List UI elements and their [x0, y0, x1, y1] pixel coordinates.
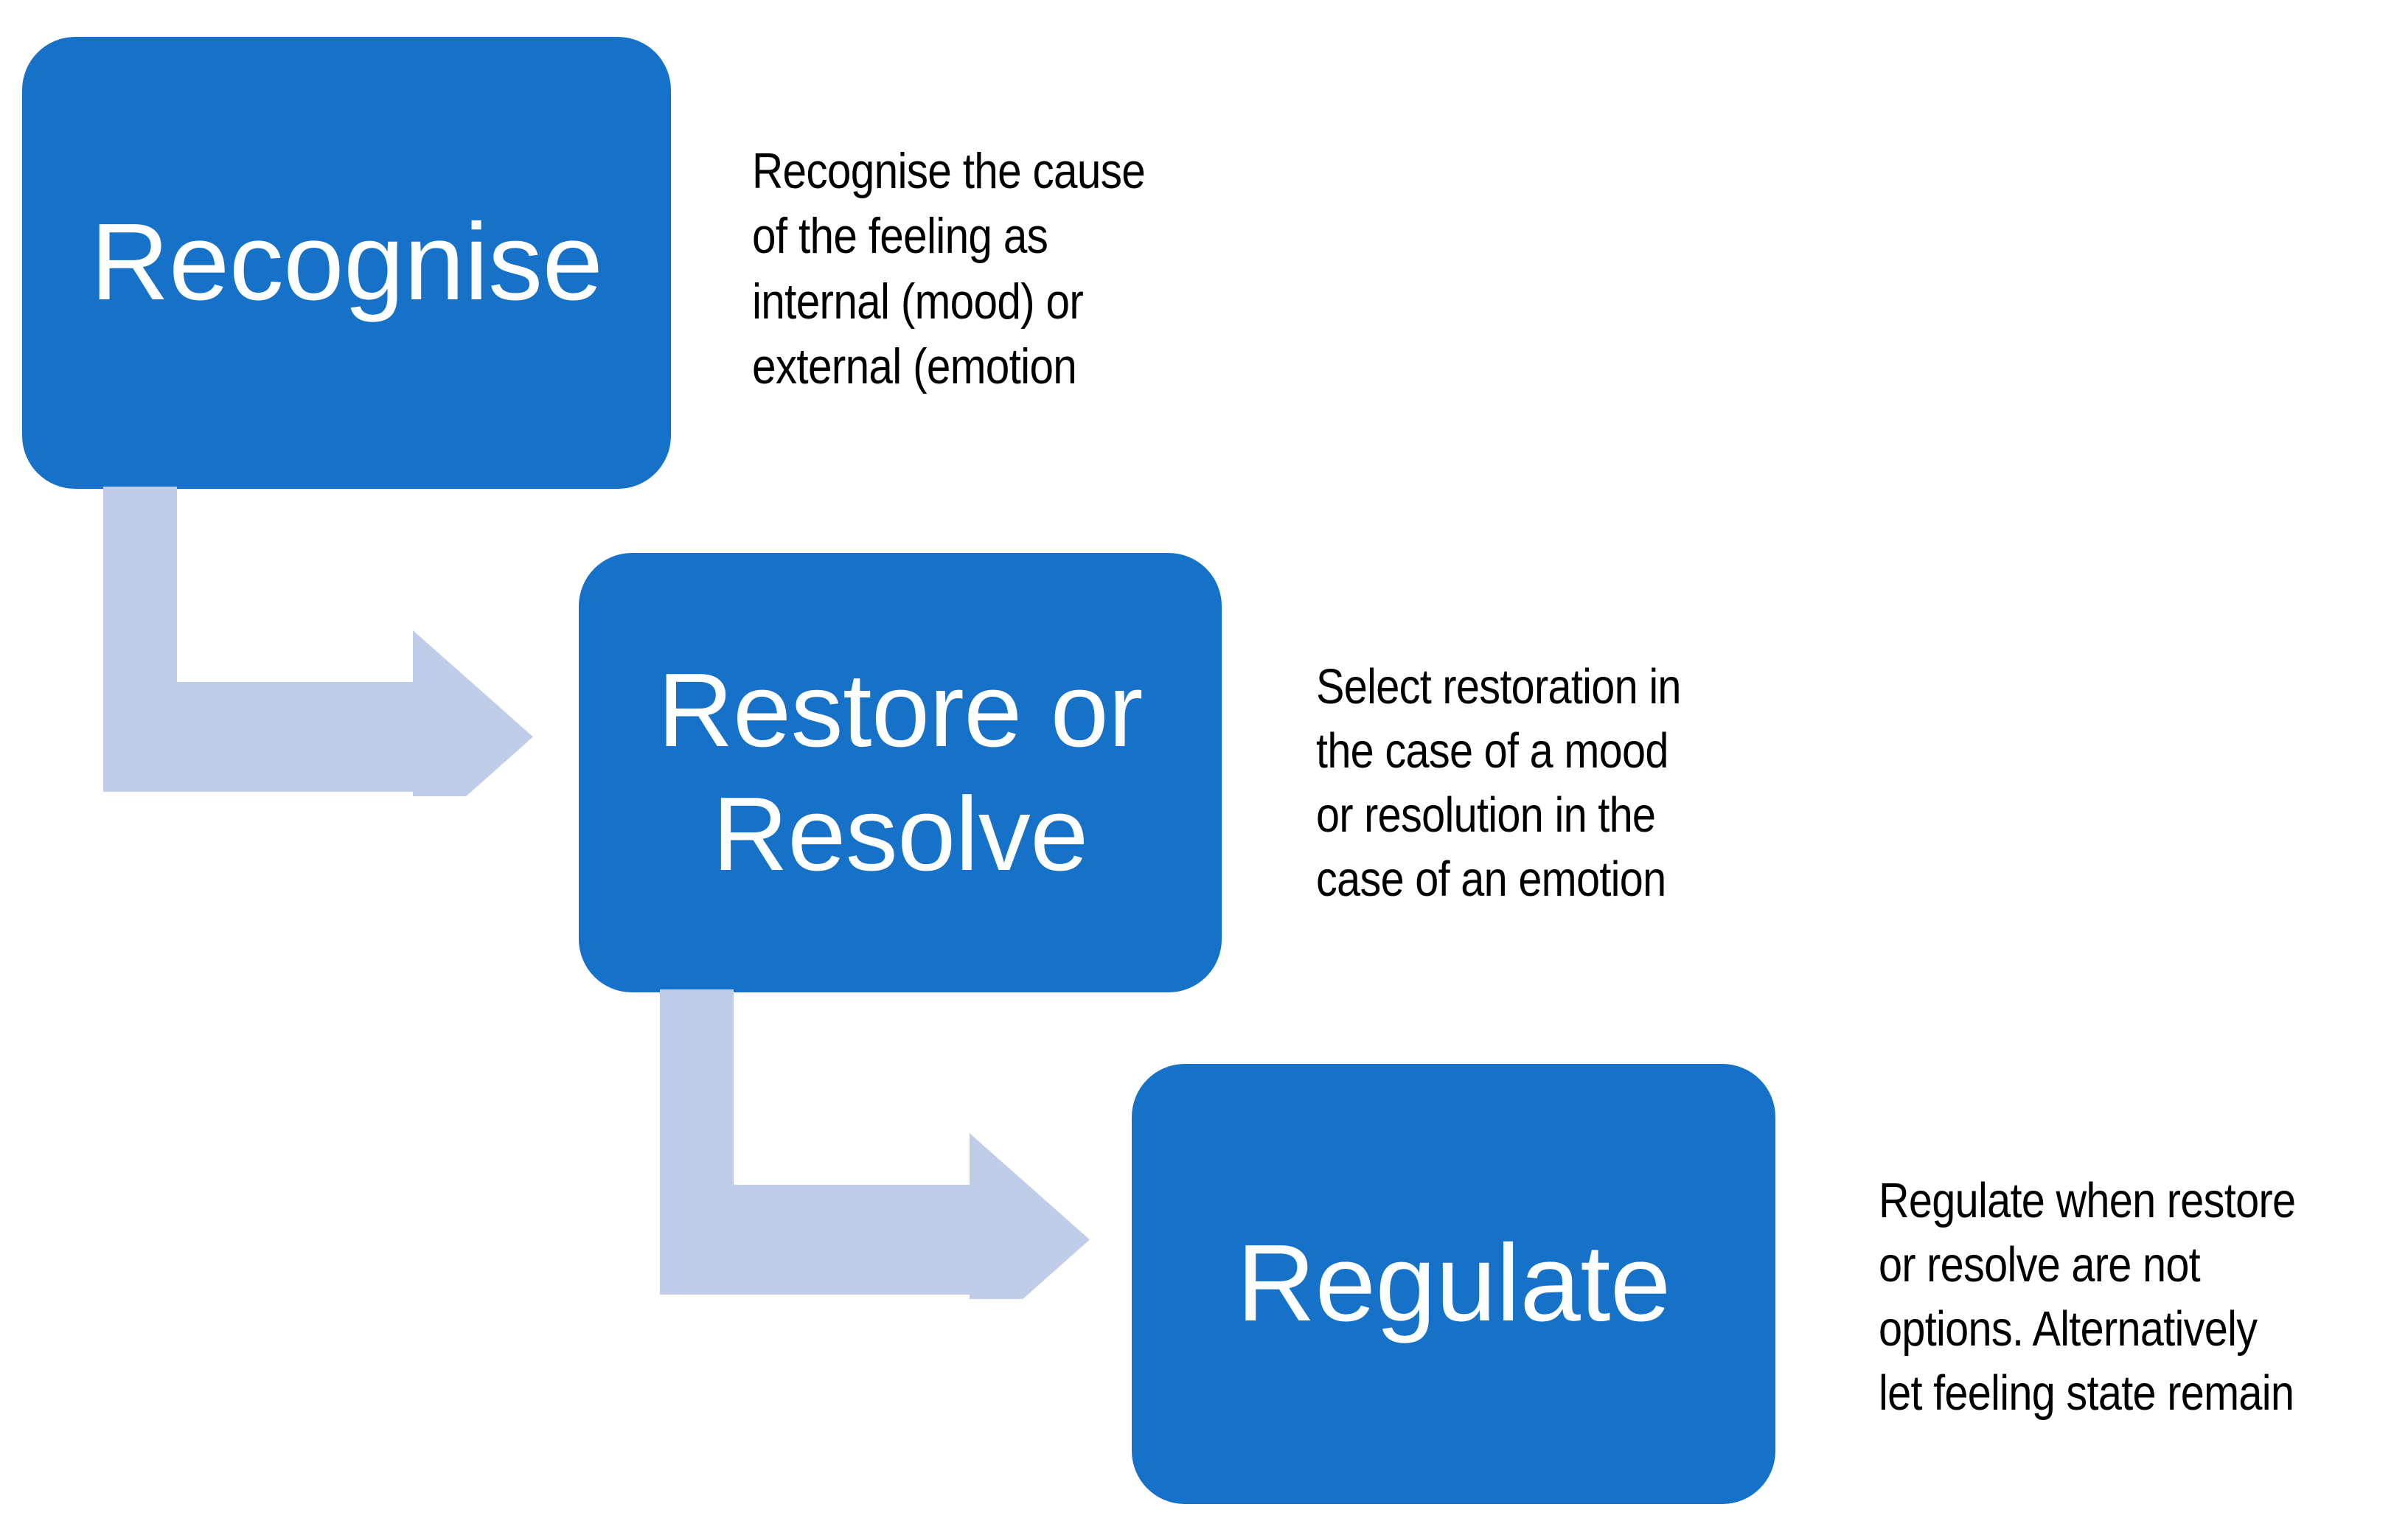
node-recognise[interactable]: Recognise: [22, 37, 671, 489]
node-restore-or-resolve-label: Restore or Resolve: [658, 652, 1143, 893]
arrow-shape-1: [103, 487, 533, 796]
node-regulate[interactable]: Regulate: [1132, 1064, 1775, 1504]
connector-recognise-to-restore-arrow: [103, 487, 546, 796]
connector-restore-to-regulate-arrow: [660, 989, 1102, 1299]
node-restore-or-resolve[interactable]: Restore or Resolve: [579, 553, 1222, 992]
node-regulate-label: Regulate: [1236, 1222, 1671, 1345]
description-regulate: Regulate when restore or resolve are not…: [1879, 1173, 2296, 1421]
arrow-shape-2: [660, 989, 1090, 1299]
node-recognise-label: Recognise: [90, 201, 603, 324]
description-recognise: Recognise the cause of the feeling as in…: [752, 143, 1146, 395]
description-restore-or-resolve: Select restoration in the case of a mood…: [1316, 659, 1681, 908]
